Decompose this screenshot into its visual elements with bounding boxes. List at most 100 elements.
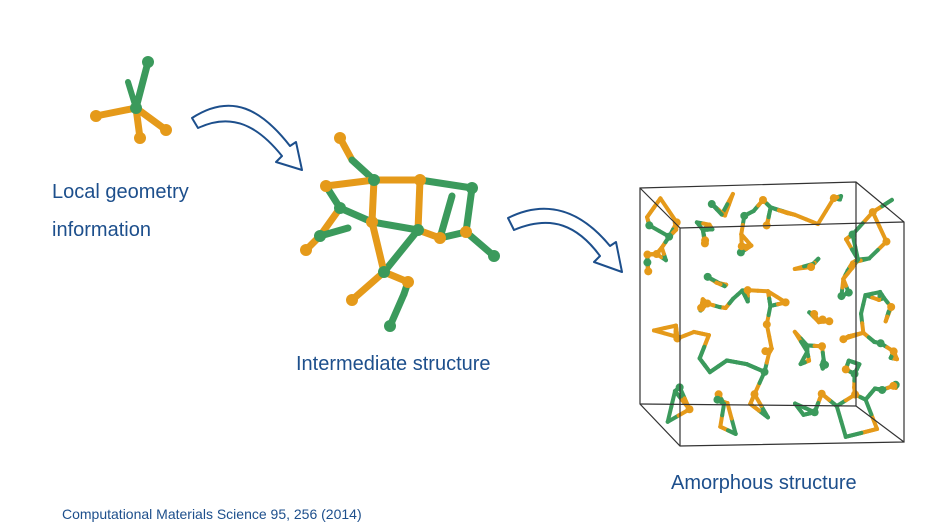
- atom-bond: [853, 330, 866, 337]
- atom: [807, 262, 816, 271]
- atom: [652, 250, 661, 259]
- atom-bond: [729, 416, 738, 436]
- atom-bond: [714, 280, 723, 287]
- atom: [643, 250, 652, 259]
- atom-bond: [799, 339, 810, 354]
- atom: [672, 218, 681, 227]
- atom-bond: [839, 419, 848, 439]
- atom: [844, 288, 853, 297]
- atom-bond: [727, 296, 736, 306]
- atom: [713, 395, 722, 404]
- cage-cluster-molecule-icon: [300, 132, 500, 332]
- atom-bond: [767, 334, 774, 351]
- atom: [645, 221, 654, 230]
- atom: [760, 367, 769, 376]
- atom-bond: [883, 314, 890, 324]
- atom: [685, 405, 694, 414]
- atom-bond: [697, 356, 707, 368]
- atom-bond: [845, 358, 851, 368]
- atom-bond: [670, 227, 679, 236]
- atom-bond: [645, 215, 651, 224]
- atom-bond: [665, 404, 674, 424]
- atom: [758, 195, 767, 204]
- tetrahedral-molecule-icon: [90, 56, 172, 144]
- atom-bond: [792, 212, 809, 222]
- atom: [762, 320, 771, 329]
- atom: [701, 236, 710, 245]
- atom-bond: [867, 248, 880, 261]
- atom-bond: [748, 397, 755, 406]
- atom: [848, 230, 857, 239]
- atom: [818, 315, 827, 324]
- atom-bond: [716, 358, 729, 369]
- atom: [810, 408, 819, 417]
- atom: [851, 390, 860, 399]
- label-local-geometry: Local geometry information: [52, 173, 189, 249]
- atom-bond: [888, 352, 895, 360]
- atom-bond: [852, 360, 862, 367]
- atom-bond: [844, 234, 852, 242]
- atom-bond: [861, 293, 868, 307]
- atom: [644, 267, 653, 276]
- atom: [737, 242, 746, 251]
- atom-bond: [725, 428, 738, 436]
- atom: [887, 303, 896, 312]
- atom: [841, 365, 850, 374]
- label-intermediate-structure: Intermediate structure: [296, 353, 491, 375]
- atom-bond: [697, 344, 707, 361]
- atom: [837, 292, 846, 301]
- atom: [665, 232, 674, 241]
- atom: [868, 208, 877, 217]
- atom-bond: [793, 401, 802, 412]
- atom-bond: [702, 333, 711, 349]
- atom-bond: [725, 401, 734, 421]
- atom: [889, 381, 898, 390]
- amorphous-atoms: [643, 191, 900, 439]
- curved-arrow-1: [191, 104, 303, 171]
- atom-bond: [863, 397, 874, 417]
- atom: [703, 299, 712, 308]
- atom: [878, 385, 887, 394]
- atom: [829, 194, 838, 203]
- atom: [643, 258, 652, 267]
- atom: [817, 389, 826, 398]
- atom-bond: [798, 360, 807, 367]
- atom-bond: [869, 412, 880, 431]
- label-local-line1: Local geometry: [52, 181, 189, 203]
- atom: [850, 369, 859, 378]
- label-local-line2: information: [52, 219, 151, 241]
- atom-bond: [767, 296, 773, 308]
- atom-bond: [718, 399, 727, 406]
- atom: [736, 248, 745, 257]
- atom: [876, 339, 885, 348]
- atom-bond: [673, 323, 679, 335]
- atom: [882, 237, 891, 246]
- atom-bond: [834, 404, 844, 424]
- atom-bond: [766, 205, 773, 220]
- atom-bond: [879, 295, 886, 301]
- atom: [743, 286, 752, 295]
- amorphous-network-box-icon: [639, 181, 905, 447]
- citation: Computational Materials Science 95, 256 …: [62, 506, 362, 522]
- atom: [781, 298, 790, 307]
- atom-bond: [759, 403, 770, 420]
- atom: [810, 310, 819, 319]
- curved-arrow-2: [507, 207, 623, 273]
- atom-bond: [788, 211, 797, 217]
- atom: [825, 317, 834, 326]
- atom-bond: [815, 209, 828, 227]
- atom-bond: [776, 208, 790, 216]
- atom: [707, 200, 716, 209]
- atom: [703, 272, 712, 281]
- atom-bond: [872, 386, 881, 392]
- atom: [673, 334, 682, 343]
- atom-bond: [658, 196, 671, 213]
- atom: [889, 347, 898, 356]
- atom: [697, 303, 706, 312]
- atom: [740, 211, 749, 220]
- atom-bond: [812, 315, 821, 325]
- atom: [818, 342, 827, 351]
- atom-bond: [877, 290, 883, 298]
- label-amorphous-structure: Amorphous structure: [671, 472, 857, 494]
